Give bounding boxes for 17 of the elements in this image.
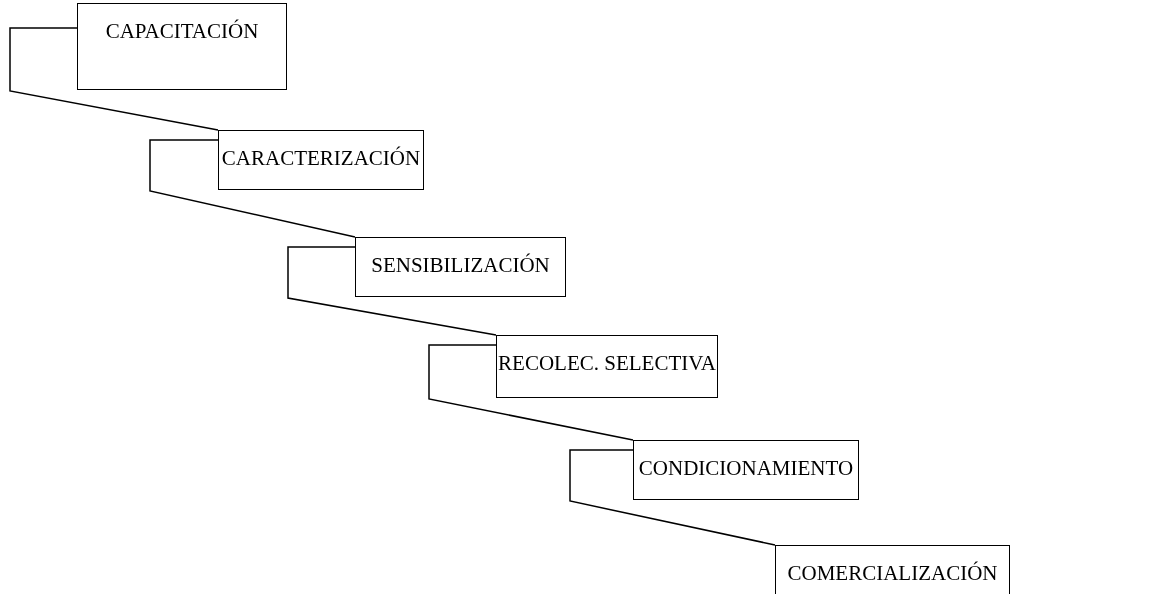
step-label: CONDICIONAMIENTO: [638, 456, 854, 480]
step-box: [633, 440, 859, 500]
step-box: [355, 237, 566, 297]
connector-line: [287, 246, 497, 336]
step-label: RECOLEC. SELECTIVA: [498, 351, 716, 375]
step-box: [218, 130, 424, 190]
step-label: SENSIBILIZACIÓN: [371, 253, 550, 277]
connector-line: [149, 139, 356, 238]
step-label: CAPACITACIÓN: [105, 19, 259, 43]
connector-line: [428, 344, 634, 441]
connector-line: [569, 449, 776, 546]
step-box: [775, 545, 1010, 594]
step-box: [77, 3, 287, 90]
step-box: [496, 335, 718, 398]
step-label: CARACTERIZACIÓN: [221, 146, 421, 170]
step-label: COMERCIALIZACIÓN: [787, 561, 998, 585]
connector-line: [9, 27, 219, 131]
